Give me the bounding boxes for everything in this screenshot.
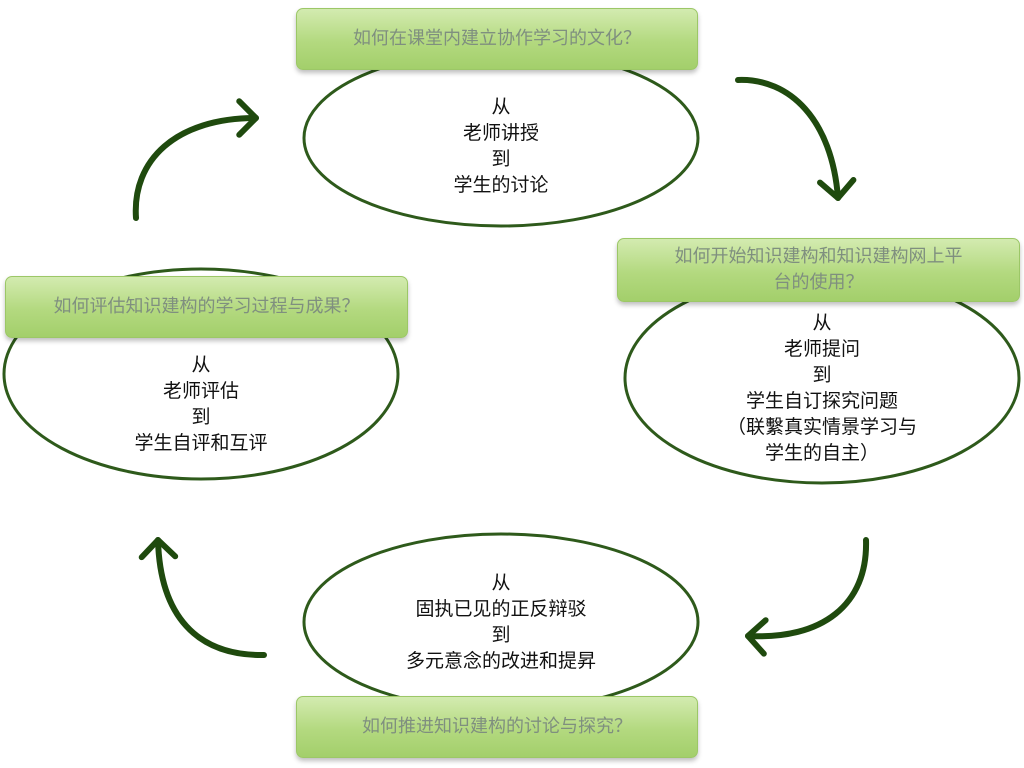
- left-line-4: 学生自评和互评: [134, 432, 268, 454]
- top-line-1: 从: [491, 96, 511, 118]
- right-line-3: 到: [812, 364, 832, 386]
- question-right-line-1: 如何开始知识建构和知识建构网上平: [674, 246, 963, 267]
- question-box-right: 如何开始知识建构和知识建构网上平 台的使用？: [617, 238, 1020, 302]
- bottom-line-3: 到: [491, 624, 511, 646]
- question-right: 如何开始知识建构和知识建构网上平 台的使用？: [675, 244, 963, 296]
- left-line-2: 老师评估: [162, 380, 239, 402]
- question-right-line-2: 台的使用？: [773, 272, 864, 293]
- bottom-line-4: 多元意念的改进和提昇: [405, 650, 596, 672]
- left-stage-text: 从 老师评估 到 学生自评和互评: [101, 352, 301, 456]
- bottom-line-2: 固执已见的正反辩驳: [415, 598, 587, 620]
- top-stage-text: 从 老师讲授 到 学生的讨论: [401, 94, 601, 198]
- question-box-top: 如何在课堂内建立协作学习的文化？: [296, 8, 698, 70]
- question-left: 如何评估知识建构的学习过程与成果？: [53, 296, 360, 317]
- right-stage-text: 从 老师提问 到 学生自订探究问题 （联繫真实情景学习与 学生的自主）: [692, 310, 952, 466]
- right-line-2: 老师提问: [783, 338, 860, 360]
- arrow-right-to-bottom: [745, 537, 870, 657]
- arrow-bottom-to-left: [138, 537, 267, 659]
- right-line-4: 学生自订探究问题: [745, 390, 898, 412]
- left-line-3: 到: [191, 406, 211, 428]
- left-line-1: 从: [191, 354, 211, 376]
- right-line-6: 学生的自主）: [764, 442, 879, 464]
- bottom-stage-text: 从 固执已见的正反辩驳 到 多元意念的改进和提昇: [371, 570, 631, 674]
- right-line-1: 从: [812, 312, 832, 334]
- question-box-bottom: 如何推进知识建构的讨论与探究？: [296, 696, 698, 758]
- arrow-left-to-top: [132, 98, 259, 221]
- arrow-top-to-right: [735, 76, 857, 201]
- right-line-5: （联繫真实情景学习与: [726, 416, 917, 438]
- top-line-4: 学生的讨论: [453, 174, 549, 196]
- question-bottom: 如何推进知识建构的讨论与探究？: [362, 716, 632, 737]
- question-top: 如何在课堂内建立协作学习的文化？: [353, 28, 641, 49]
- question-box-left: 如何评估知识建构的学习过程与成果？: [5, 276, 408, 338]
- top-line-2: 老师讲授: [462, 122, 539, 144]
- bottom-line-1: 从: [491, 572, 511, 594]
- top-line-3: 到: [491, 148, 511, 170]
